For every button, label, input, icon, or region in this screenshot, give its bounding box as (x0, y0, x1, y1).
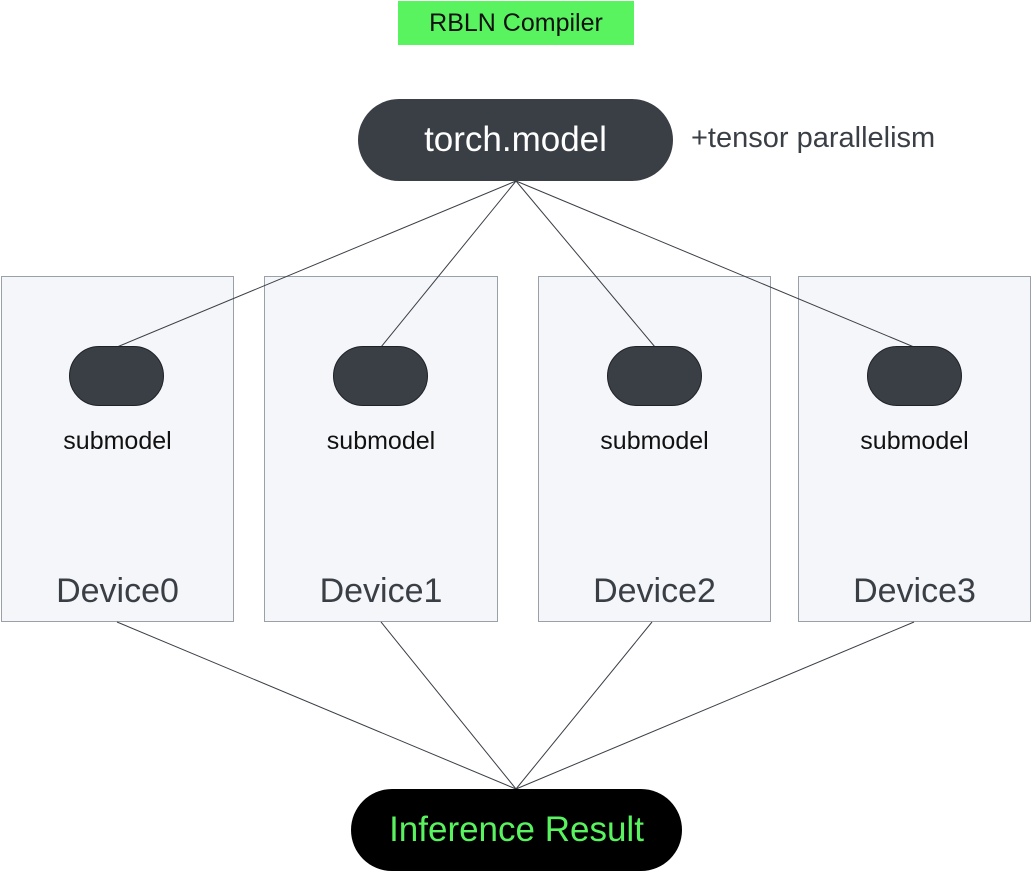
submodel-label-2: submodel (600, 427, 709, 455)
device-label-3: Device3 (853, 572, 976, 610)
submodel-node-3 (867, 346, 962, 406)
inference-result-node: Inference Result (351, 789, 682, 871)
submodel-node-1 (333, 346, 428, 406)
device-box-1 (264, 276, 498, 622)
strategy-note: +tensor parallelism (691, 122, 936, 154)
edge-model-to-submodel-3 (515, 180, 915, 348)
submodel-node-2 (607, 346, 702, 406)
device-box-2 (538, 276, 771, 622)
device-label-0: Device0 (56, 572, 179, 610)
submodel-node-0 (69, 346, 164, 406)
submodel-label-0: submodel (63, 427, 172, 455)
device-box-0 (1, 276, 234, 622)
edge-device-1-to-result (380, 621, 517, 790)
edge-model-to-submodel-0 (116, 180, 517, 348)
device-label-1: Device1 (319, 572, 443, 610)
source-model-node: torch.model (358, 99, 673, 181)
edge-device-0-to-result (116, 621, 517, 790)
submodel-label-3: submodel (860, 427, 969, 455)
edge-model-to-submodel-2 (515, 180, 656, 348)
edge-device-3-to-result (515, 621, 915, 790)
submodel-label-1: submodel (326, 427, 436, 455)
edge-device-2-to-result (515, 621, 653, 790)
compiler-label: RBLN Compiler (398, 1, 634, 45)
device-label-2: Device2 (593, 572, 716, 610)
device-box-3 (798, 276, 1031, 622)
edge-model-to-submodel-1 (380, 180, 517, 348)
